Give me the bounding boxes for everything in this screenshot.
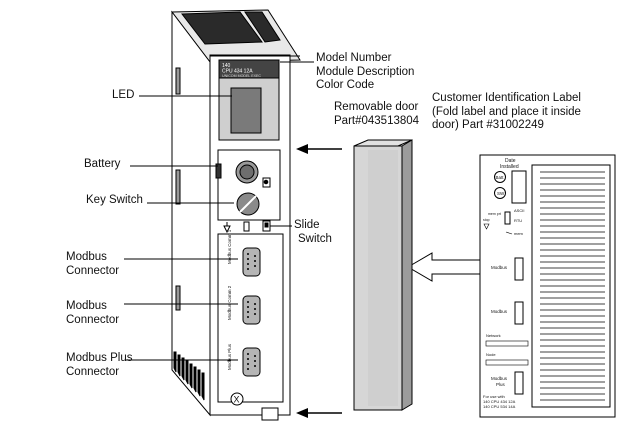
modbus2-line2: Connector xyxy=(66,313,120,326)
module-description-text: Module Description xyxy=(316,65,415,78)
modbus2-line1: Modbus xyxy=(66,300,107,312)
svg-text:mem: mem xyxy=(514,231,524,236)
svg-text:UNICOM MODEL EXEC: UNICOM MODEL EXEC xyxy=(222,74,261,78)
modbus-connector-2[interactable]: Modbus Comm 2 xyxy=(227,285,261,325)
svg-text:X: X xyxy=(234,395,240,405)
svg-text:Batt: Batt xyxy=(496,175,505,180)
battery-callout: Battery xyxy=(84,158,121,170)
label-line3: door) Part #31002249 xyxy=(432,119,544,131)
model-number-callout: Model Number Module Description Color Co… xyxy=(316,52,414,93)
svg-text:Modbus: Modbus xyxy=(491,376,508,381)
svg-text:Modbus Comm 1: Modbus Comm 1 xyxy=(227,229,232,264)
svg-text:SW: SW xyxy=(497,191,505,196)
door-arrow-lower xyxy=(296,408,342,418)
modbus-plus-connector-callout: Modbus Plus Connector xyxy=(66,352,132,379)
svg-text:140: 140 xyxy=(222,63,231,69)
svg-text:Node: Node xyxy=(486,352,496,357)
modbusplus-line2: Connector xyxy=(66,365,120,378)
door-line2: Part#043513804 xyxy=(334,114,420,127)
modbus1-line1: Modbus xyxy=(66,251,107,263)
svg-text:140 CPU 434 12A: 140 CPU 434 12A xyxy=(483,399,516,404)
vent-grille xyxy=(173,351,205,401)
battery-keyswitch-panel xyxy=(215,149,281,221)
slide-switch-callout: Slide Switch xyxy=(294,219,332,246)
door-arrow-upper xyxy=(296,144,342,154)
modbus1-line2: Connector xyxy=(66,264,120,277)
led-display xyxy=(218,77,280,141)
leader-lines xyxy=(124,61,314,361)
svg-text:stop: stop xyxy=(483,218,490,222)
label-insert-arrow xyxy=(407,252,488,282)
svg-text:Network: Network xyxy=(486,333,501,338)
model-number-text: Model Number xyxy=(316,52,392,64)
svg-text:For use with: For use with xyxy=(483,394,505,399)
label-line1: Customer Identification Label xyxy=(432,92,581,104)
customer-label-callout: Customer Identification Label (Fold labe… xyxy=(432,92,581,133)
modbus-plus-connector[interactable]: Modbus Plus xyxy=(227,343,261,377)
modbusplus-line1: Modbus Plus xyxy=(66,352,133,364)
svg-text:140 CPU 534 14A: 140 CPU 534 14A xyxy=(483,404,516,409)
label-grille xyxy=(540,171,605,401)
slide-switch[interactable] xyxy=(223,220,271,234)
svg-text:ASCII: ASCII xyxy=(514,208,524,213)
door-line1: Removable door xyxy=(334,101,419,113)
ground-screw-icon: X xyxy=(230,392,244,406)
modbus-connector-1[interactable]: Modbus Comm 1 xyxy=(227,229,261,277)
model-label: 140 CPU 434 12A UNICOM MODEL EXEC xyxy=(218,59,280,79)
svg-text:mem prt: mem prt xyxy=(488,212,501,216)
modbus-connector-2-callout: Modbus Connector xyxy=(66,300,119,327)
removable-door xyxy=(353,139,413,411)
removable-door-callout: Removable door Part#043513804 xyxy=(334,101,419,128)
svg-text:Modbus: Modbus xyxy=(491,309,508,314)
slide-text: Slide xyxy=(294,219,320,231)
svg-text:Modbus Plus: Modbus Plus xyxy=(227,343,232,370)
led-callout: LED xyxy=(112,89,135,101)
label-line2: (Fold label and place it inside xyxy=(432,105,581,118)
svg-text:Modbus: Modbus xyxy=(491,265,508,270)
modbus-connector-1-callout: Modbus Connector xyxy=(66,251,119,278)
svg-text:Plus: Plus xyxy=(496,382,506,387)
svg-text:Modbus Comm 2: Modbus Comm 2 xyxy=(227,285,232,320)
color-code-text: Color Code xyxy=(316,79,375,91)
svg-text:CPU 434 12A: CPU 434 12A xyxy=(222,69,253,75)
svg-text:Installed: Installed xyxy=(500,164,519,170)
svg-text:RTU: RTU xyxy=(514,218,522,223)
key-switch-callout: Key Switch xyxy=(86,194,143,206)
switch-text: Switch xyxy=(298,232,332,245)
module-base xyxy=(261,407,279,421)
label-contents: Date Installed Batt SW mem prt stop ASCI… xyxy=(483,158,529,409)
svg-text:Date: Date xyxy=(505,158,516,164)
